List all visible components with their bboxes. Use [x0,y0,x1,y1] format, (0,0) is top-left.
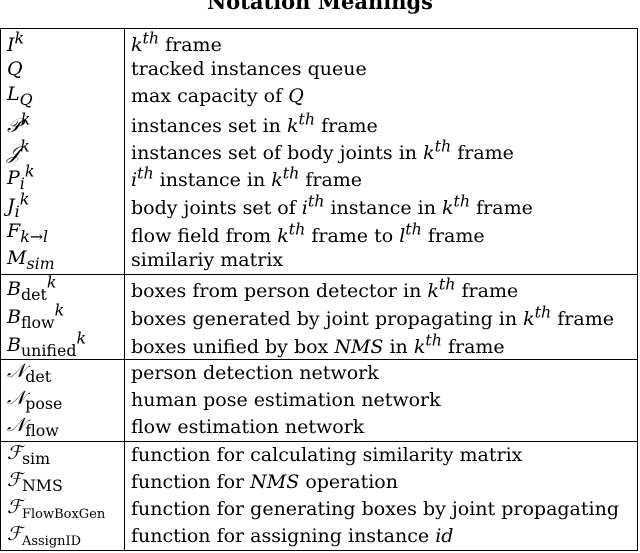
meaning-formula: human pose estimation network [131,388,441,411]
symbol-cell: ℱsim [0,440,125,469]
symbol-cell: Fk→l [0,219,125,247]
symbol-formula: 𝒫k [7,110,31,137]
meaning-cell: boxes from person detector in kth frame [124,273,638,303]
meaning-formula: boxes from person detector in kth frame [131,274,519,303]
table-row: Bdetk boxes from person detector in kth … [0,273,638,303]
meaning-cell: max capacity of Q [124,83,638,110]
meaning-formula: person detection network [131,361,379,384]
symbol-formula: 𝒩flow [7,413,59,440]
table-row: ℱsim function for calculating similarity… [0,440,638,469]
symbol-formula: Bflowk [7,302,65,331]
symbol-cell: 𝒫k [0,110,125,137]
meaning-cell: function for assigning instance id [124,522,638,551]
notation-table: Ik kth frame Q tracked instances queue L… [0,28,638,551]
symbol-cell: Bdetk [0,273,125,303]
meaning-formula: function for assigning instance id [131,524,454,547]
symbol-cell: 𝒥k [0,137,125,164]
symbol-cell: Pik [0,164,125,192]
symbol-formula: Msim [7,247,55,273]
symbol-cell: 𝒩pose [0,386,125,414]
symbol-cell: ℱAssignID [0,522,125,551]
meaning-cell: tracked instances queue [124,56,638,83]
symbol-formula: ℱsim [7,441,51,468]
symbol-cell: Ik [0,28,125,56]
symbol-formula: Fk→l [7,220,49,246]
symbol-cell: 𝒩flow [0,413,125,442]
meaning-cell: similariy matrix [124,246,638,275]
symbol-cell: LQ [0,83,125,110]
symbol-formula: ℱAssignID [7,522,82,549]
meaning-formula: flow field from kth frame to lth frame [131,219,485,247]
meaning-cell: ith instance in kth frame [124,164,638,192]
meaning-formula: kth frame [131,28,222,56]
meaning-formula: function for NMS operation [131,470,398,493]
symbol-cell: Bflowk [0,302,125,331]
symbol-formula: Bdetk [7,274,57,303]
meaning-cell: kth frame [124,28,638,56]
meaning-formula: tracked instances queue [131,58,367,80]
symbol-formula: LQ [7,83,33,109]
meaning-cell: instances set in kth frame [124,110,638,137]
table-row: 𝒩flow flow estimation network [0,413,638,442]
meaning-cell: person detection network [124,358,638,387]
table-row: ℱAssignID function for assigning instanc… [0,522,638,551]
symbol-cell: 𝒩det [0,358,125,387]
symbol-formula: Q [7,58,23,80]
symbol-cell: ℱFlowBoxGen [0,495,125,523]
meaning-formula: body joints set of ith instance in kth f… [131,191,533,220]
meaning-formula: max capacity of Q [131,85,304,107]
meaning-cell: instances set of body joints in kth fram… [124,137,638,164]
symbol-cell: Msim [0,246,125,275]
symbol-formula: ℱFlowBoxGen [7,495,106,522]
meaning-cell: boxes unified by box NMS in kth frame [124,330,638,360]
meaning-cell: function for NMS operation [124,468,638,496]
meaning-formula: boxes unified by box NMS in kth frame [131,330,505,358]
meaning-formula: instances set in kth frame [131,110,378,137]
table-row: Q tracked instances queue [0,56,638,83]
symbol-formula: 𝒩det [7,359,52,386]
symbol-formula: 𝒥k [7,137,30,164]
symbol-formula: ℱNMS [7,468,63,495]
table-row: Ik kth frame [0,28,638,56]
meaning-formula: flow estimation network [131,415,365,438]
meaning-formula: instances set of body joints in kth fram… [131,137,514,164]
table-row: Msim similariy matrix [0,246,638,275]
table-row: Pik ith instance in kth frame [0,164,638,192]
table-row: 𝒩pose human pose estimation network [0,386,638,414]
symbol-formula: Ik [7,28,25,56]
table-row: 𝒫k instances set in kth frame [0,110,638,137]
meaning-formula: function for calculating similarity matr… [131,443,523,466]
symbol-formula: Bunifiedk [7,330,87,360]
symbol-formula: Pik [7,164,35,192]
meaning-cell: human pose estimation network [124,386,638,414]
meaning-cell: function for generating boxes by joint p… [124,495,638,523]
table-row: 𝒥k instances set of body joints in kth f… [0,137,638,164]
table-row: ℱNMS function for NMS operation [0,468,638,496]
meaning-cell: body joints set of ith instance in kth f… [124,191,638,220]
symbol-formula: 𝒩pose [7,386,63,413]
meaning-formula: ith instance in kth frame [131,164,363,192]
symbol-cell: ℱNMS [0,468,125,496]
table-row: Fk→l flow field from kth frame to lth fr… [0,219,638,247]
table-row: 𝒩det person detection network [0,358,638,387]
meaning-cell: flow field from kth frame to lth frame [124,219,638,247]
symbol-cell: Bunifiedk [0,330,125,360]
table-row: Bunifiedk boxes unified by box NMS in kt… [0,330,638,360]
caption-text: Notation Meanings [206,0,433,14]
meaning-cell: function for calculating similarity matr… [124,440,638,469]
symbol-cell: Q [0,56,125,83]
symbol-cell: Jik [0,191,125,220]
table-row: LQ max capacity of Q [0,83,638,110]
meaning-formula: function for generating boxes by joint p… [131,497,619,520]
table-row: ℱFlowBoxGen function for generating boxe… [0,495,638,523]
table-row: Jik body joints set of ith instance in k… [0,191,638,220]
meaning-formula: similariy matrix [131,248,284,271]
table-caption: Notation Meanings [0,0,640,26]
table-row: Bflowk boxes generated by joint propagat… [0,302,638,331]
meaning-formula: boxes generated by joint propagating in … [131,302,614,330]
meaning-cell: flow estimation network [124,413,638,442]
meaning-cell: boxes generated by joint propagating in … [124,302,638,331]
symbol-formula: Jik [7,191,30,220]
